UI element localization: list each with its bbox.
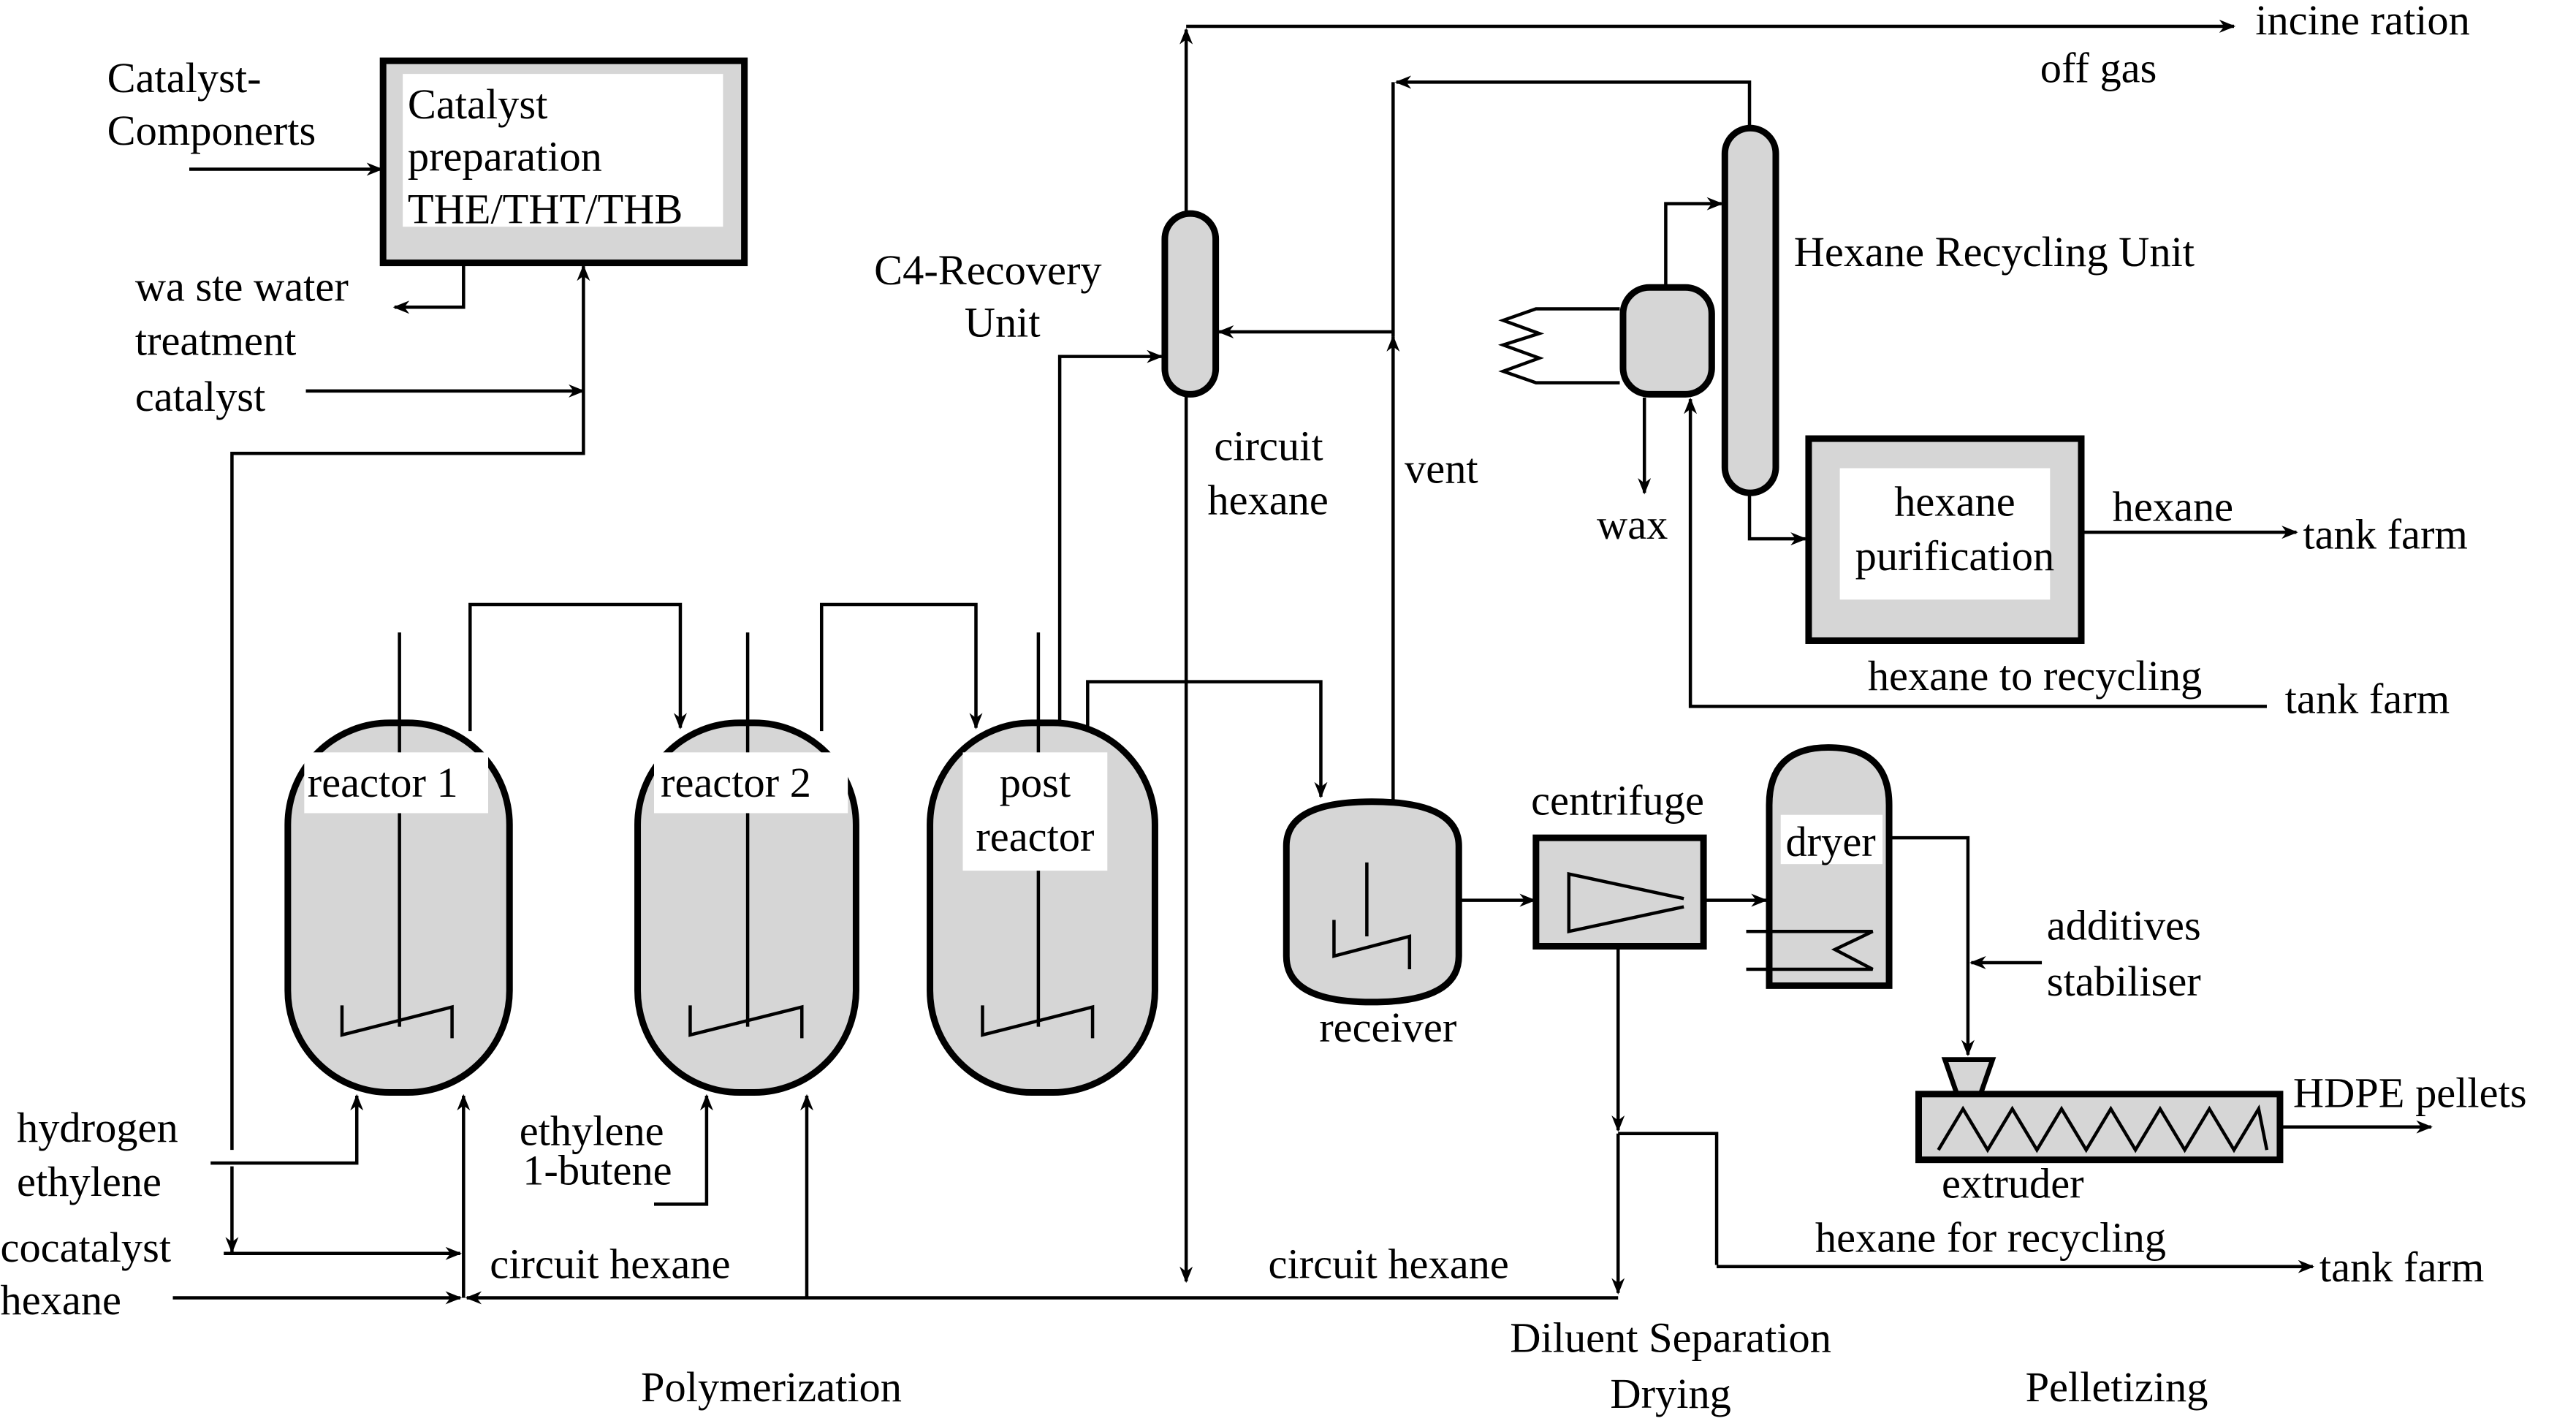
centrifuge-unit <box>1532 834 1707 950</box>
section-pelletizing: Pelletizing <box>2026 1363 2208 1411</box>
catalyst-label: catalyst <box>135 373 265 420</box>
screw-icon <box>1937 1104 2269 1153</box>
hdpe-pellets-label: HDPE pellets <box>2293 1069 2527 1117</box>
off-gas-label: off gas <box>2040 44 2157 91</box>
recycling-overhead-line <box>1394 75 1752 129</box>
cocatalyst-label: cocatalyst <box>1 1224 172 1271</box>
reactor2-to-post-line <box>819 602 983 732</box>
butene-label: 1-butene <box>523 1146 672 1194</box>
receiver-label: receiver <box>1319 1004 1456 1051</box>
tank-farm-label-3: tank farm <box>2319 1243 2484 1291</box>
section-polymerization: Polymerization <box>641 1363 902 1411</box>
receiver-vessel <box>1283 798 1462 1006</box>
recycling-branch-line <box>1618 1132 1719 1265</box>
catalyst-box-label-1: Catalyst <box>408 80 547 128</box>
catalyst-preparation-unit <box>379 57 748 267</box>
post-reactor-to-c4-line <box>1057 349 1163 723</box>
hexane-purification-label-2: purification <box>1855 532 2055 580</box>
agitator-icon <box>340 1004 454 1039</box>
stabiliser-label: stabiliser <box>2047 958 2201 1005</box>
catalyst-components-label-1: Catalyst- <box>107 54 262 102</box>
comonomer-arrow <box>654 1094 713 1206</box>
circuit-hexane-label-left: circuit hexane <box>490 1240 730 1287</box>
hexane-to-recycling-label: hexane to recycling <box>1868 652 2202 700</box>
dryer-vessel <box>1746 744 1893 989</box>
hexane-recycling-label: Hexane Recycling Unit <box>1794 228 2195 276</box>
hexane-to-recycling-line <box>1684 397 2267 708</box>
reactor2-label: reactor 2 <box>661 759 811 806</box>
catalyst-box-label-3: THE/THT/THB <box>408 186 683 233</box>
reactor1-to-reactor2-line <box>468 602 687 732</box>
dryer-to-extruder-line <box>1891 835 1975 1057</box>
post-reactor-label-2: reactor <box>976 813 1094 860</box>
hydrogen-label: hydrogen <box>17 1104 178 1151</box>
hexane-purification-unit <box>1805 435 2085 644</box>
wax-label: wax <box>1597 501 1668 548</box>
extruder-unit <box>1915 1057 2284 1164</box>
centrifuge-label: centrifuge <box>1531 777 1704 825</box>
hexane-purification-label-1: hexane <box>1894 478 2015 526</box>
c4-recovery-label-2: Unit <box>965 299 1041 346</box>
catalyst-box-label-2: preparation <box>408 133 602 181</box>
hexane-recycling-column <box>1721 124 1779 496</box>
catalyst-return-line <box>230 264 590 1151</box>
agitator-icon <box>1332 920 1412 969</box>
heater-coil-icon <box>1497 307 1620 384</box>
column-bottoms-line <box>1747 494 1807 546</box>
reactor-1 <box>284 632 513 1096</box>
extruder-label: extruder <box>1942 1159 2084 1207</box>
hydrogen-ethylene-arrow <box>210 1094 364 1165</box>
tank-farm-label-2: tank farm <box>2285 675 2450 722</box>
waste-water-label-2: treatment <box>135 317 297 364</box>
post-reactor-label-1: post <box>1000 759 1071 806</box>
waste-water-arrow <box>392 264 466 314</box>
hexane-out-label: hexane <box>2113 482 2233 530</box>
ethylene-label: ethylene <box>17 1158 162 1205</box>
agitator-icon <box>981 1004 1095 1039</box>
heating-coil-icon <box>1746 930 1874 971</box>
waste-water-label-1: wa ste water <box>135 262 349 310</box>
post-to-receiver-line <box>1086 680 1328 799</box>
c4-recovery-column <box>1161 210 1220 398</box>
ethylene2-label: ethylene <box>520 1107 664 1154</box>
agitator-icon <box>688 1004 804 1039</box>
c4-recovery-label-1: C4-Recovery <box>874 246 1101 294</box>
circuit-hexane-label-mid: circuit hexane <box>1269 1240 1509 1287</box>
hexane-for-recycling-label: hexane for recycling <box>1815 1214 2166 1262</box>
section-drying: Drying <box>1610 1370 1731 1417</box>
incineration-label: incine ration <box>2255 0 2470 44</box>
vent-label: vent <box>1405 445 1478 493</box>
c4-circuit-hexane-label-1: circuit <box>1214 422 1323 469</box>
additives-label: additives <box>2047 902 2201 950</box>
catalyst-components-label-2: Componerts <box>107 107 316 154</box>
centrifuge-cone-icon <box>1567 871 1684 934</box>
reactor1-label: reactor 1 <box>308 759 458 806</box>
dryer-label: dryer <box>1785 818 1875 865</box>
hexane-feed-label: hexane <box>1 1276 121 1324</box>
reboiler-vapor-line <box>1664 197 1724 288</box>
c4-circuit-hexane-label-2: hexane <box>1207 476 1328 523</box>
reboiler-drum <box>1619 284 1715 398</box>
tank-farm-label-1: tank farm <box>2303 511 2467 558</box>
reactor-2 <box>634 632 859 1096</box>
section-diluent-separation: Diluent Separation <box>1510 1314 1831 1362</box>
